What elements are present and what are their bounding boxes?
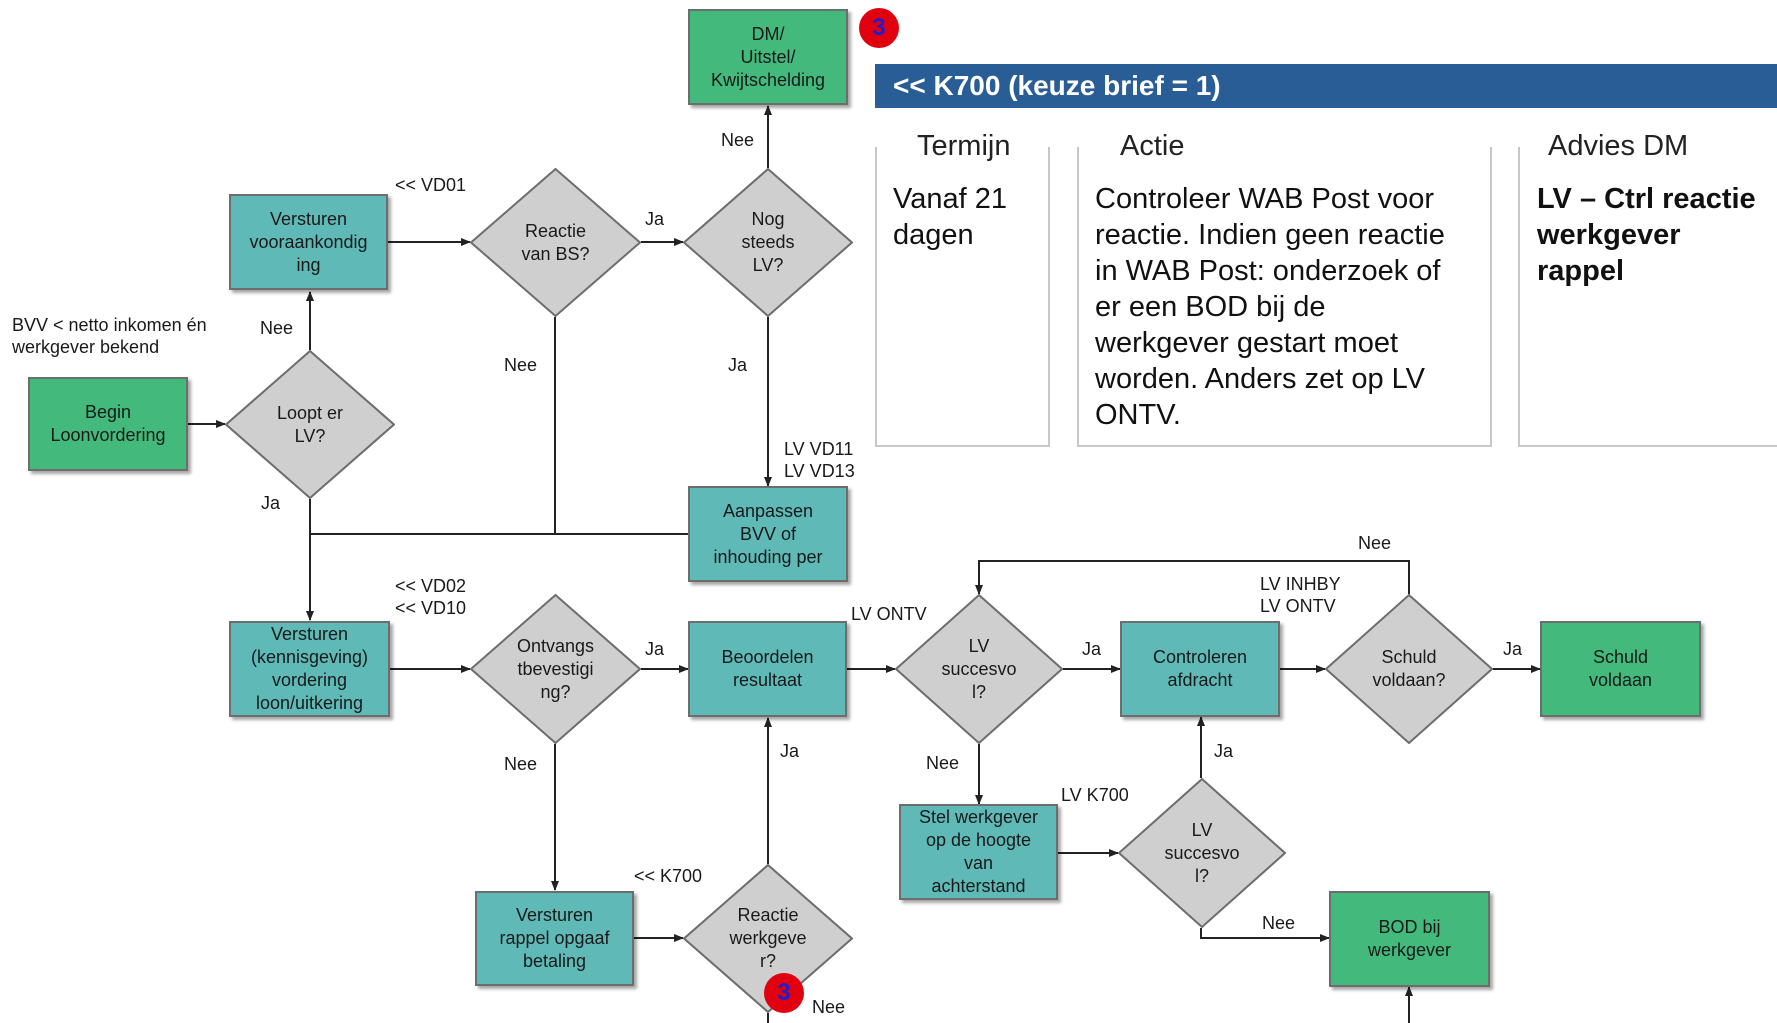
label-ja-lv1: Ja [1082, 639, 1102, 659]
actie-panel [1077, 147, 1492, 447]
termijn-title: Termijn [903, 130, 1025, 163]
termijn-text: Vanaf 21 dagen [893, 183, 1007, 251]
dm-uitstel-box: DM/ Uitstel/ Kwijtschelding [688, 9, 848, 105]
step-badge-bottom: 3 [764, 973, 804, 1013]
schuld-voldaan-decision: Schuld voldaan? [1325, 594, 1493, 744]
label-vd01: << VD01 [395, 175, 467, 195]
label-ja-loopt: Ja [261, 493, 281, 513]
label-nee-schuld: Nee [1358, 533, 1392, 553]
k700-banner: << K700 (keuze brief = 1) [875, 64, 1777, 108]
versturen-rappel-box: Versturen rappel opgaaf betaling [475, 891, 634, 986]
step-badge-top: 3 [859, 8, 899, 48]
label-nee-lv2: Nee [1262, 913, 1296, 933]
label-nee-top: Nee [721, 130, 755, 150]
schuld-voldaan-box: Schuld voldaan [1540, 621, 1701, 717]
bod-werkgever-box: BOD bij werkgever [1329, 891, 1490, 987]
label-nee-loopt: Nee [260, 318, 294, 338]
label-ja-lv2: Ja [1214, 741, 1234, 761]
stel-werkgever-box: Stel werkgever op de hoogte van achterst… [899, 804, 1058, 900]
lv-succesvol-decision-1: LV succesvo l? [895, 594, 1063, 744]
versturen-kennisgeving-box: Versturen (kennisgeving) vordering loon/… [229, 621, 390, 717]
reactie-bs-decision: Reactie van BS? [470, 168, 641, 317]
label-ja-nog-steeds: Ja [728, 355, 748, 375]
edge-lv2-bod [1200, 928, 1330, 942]
label-nee-reactie-wg: Nee [812, 997, 846, 1017]
advies-panel [1518, 147, 1777, 447]
label-nee-reactie-bs: Nee [504, 355, 538, 375]
actie-title: Actie [1106, 130, 1199, 163]
label-ja-reactie-wg: Ja [780, 741, 800, 761]
actie-text: Controleer WAB Post voor reactie. Indien… [1095, 183, 1445, 431]
termijn-panel [875, 147, 1050, 447]
label-ja-ontvangst: Ja [645, 639, 665, 659]
label-k700: << K700 [634, 866, 703, 886]
label-ja-schuld: Ja [1503, 639, 1523, 659]
begin-loonvordering-box: Begin Loonvordering [28, 377, 188, 471]
nog-steeds-lv-decision: Nog steeds LV? [683, 168, 853, 317]
label-nee-ontvangst: Nee [504, 754, 538, 774]
label-lv-ontv-left: LV ONTV [851, 604, 927, 624]
label-lv-k700: LV K700 [1061, 785, 1129, 805]
label-ja-reactie-bs: Ja [645, 209, 665, 229]
label-vd02: << VD02 << VD10 [395, 576, 467, 618]
label-lv-vd11: LV VD11 LV VD13 [784, 439, 855, 481]
advies-title: Advies DM [1534, 130, 1703, 163]
edge-schuld-nee-loop [975, 560, 1410, 595]
label-bvv-note: BVV < netto inkomen én werkgever bekend [12, 315, 207, 357]
label-lv-inhby: LV INHBY LV ONTV [1260, 574, 1341, 616]
loopt-er-lv-decision: Loopt er LV? [225, 350, 395, 499]
versturen-vooraankondiging-box: Versturen vooraankondig ing [229, 194, 388, 290]
ontvangstbevestiging-decision: Ontvangs tbevestigi ng? [470, 594, 641, 744]
lv-succesvol-decision-2: LV succesvo l? [1118, 778, 1286, 928]
beoordelen-resultaat-box: Beoordelen resultaat [688, 621, 847, 717]
aanpassen-bvv-box: Aanpassen BVV of inhouding per [688, 486, 848, 582]
label-nee-lv1: Nee [926, 753, 960, 773]
reactie-werkgever-decision: Reactie werkgeve r? [683, 864, 853, 1013]
advies-text: LV – Ctrl reactie werkgever rappel [1537, 183, 1756, 287]
controleren-afdracht-box: Controleren afdracht [1120, 621, 1280, 717]
